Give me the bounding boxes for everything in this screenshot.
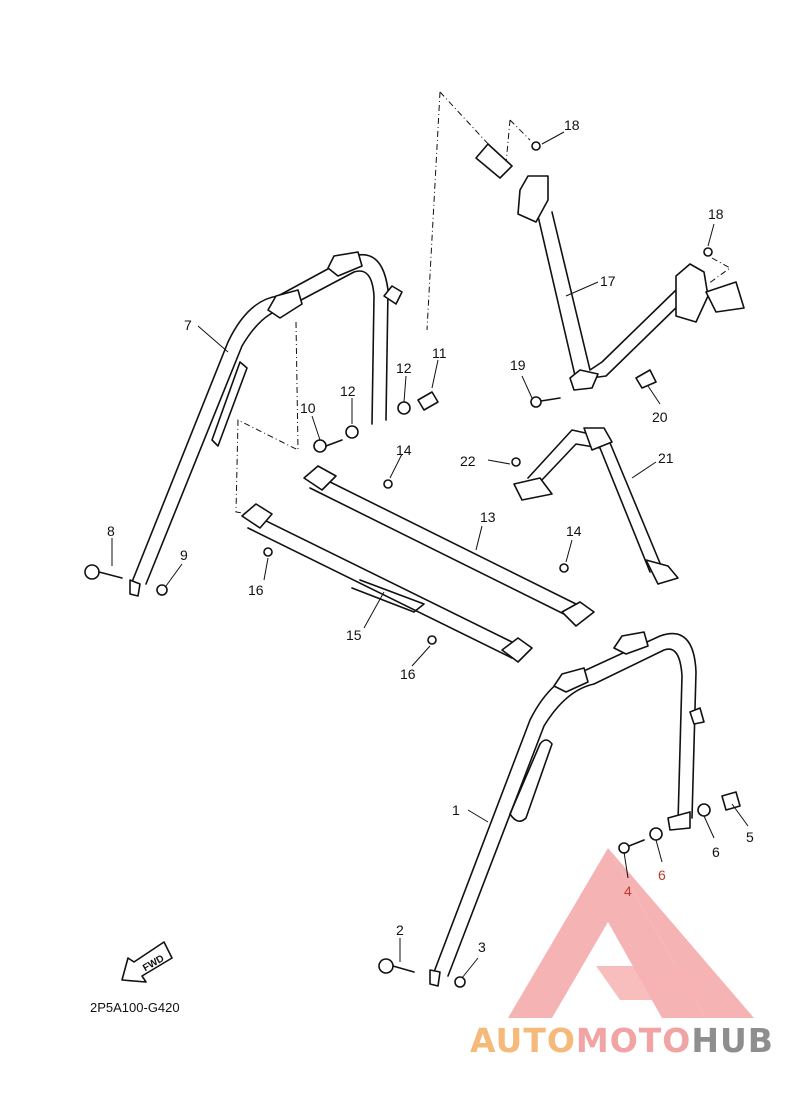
callout-labels: 1 2 3 4 5 6 6 7 8 9 10 11 12 12 13 14 14… — [107, 117, 754, 955]
callout-18-upper: 18 — [564, 117, 580, 133]
callout-10: 10 — [300, 400, 316, 416]
callout-22: 22 — [460, 453, 476, 469]
reference-lines — [235, 91, 731, 515]
callout-19: 19 — [510, 357, 526, 373]
callout-7: 7 — [184, 317, 192, 333]
part-21-stay — [513, 427, 679, 585]
callout-4: 4 — [624, 883, 632, 899]
part-15-crossbar — [241, 503, 533, 663]
callout-17: 17 — [600, 273, 616, 289]
callout-12-left: 12 — [340, 383, 356, 399]
callout-6-right: 6 — [712, 844, 720, 860]
callout-1: 1 — [452, 802, 460, 818]
part-13-crossbar — [303, 465, 595, 627]
callout-8: 8 — [107, 523, 115, 539]
watermark-brand-part2: MOTO — [576, 1021, 691, 1060]
fwd-arrow-icon: FWD — [121, 941, 173, 983]
callout-12-right: 12 — [396, 360, 412, 376]
callout-16-left: 16 — [248, 582, 264, 598]
callout-20: 20 — [652, 409, 668, 425]
callout-21: 21 — [658, 450, 674, 466]
callout-2: 2 — [396, 922, 404, 938]
watermark-brand-part1: AUTO — [470, 1021, 576, 1060]
callout-18-right: 18 — [708, 206, 724, 222]
fasteners — [84, 141, 741, 988]
callout-14-upper: 14 — [396, 442, 412, 458]
watermark-brand-text: AUTOMOTOHUB — [470, 1021, 774, 1060]
callout-9: 9 — [180, 547, 188, 563]
callout-5: 5 — [746, 829, 754, 845]
watermark-logo-icon — [508, 848, 754, 1018]
part-7-rear-frame — [129, 251, 403, 597]
leader-lines — [111, 131, 749, 979]
part-17-stay — [475, 143, 745, 391]
callout-6-left: 6 — [658, 867, 666, 883]
part-1-front-frame — [429, 631, 705, 987]
callout-16-right: 16 — [400, 666, 416, 682]
callout-13: 13 — [480, 509, 496, 525]
reference-code: 2P5A100-G420 — [90, 1000, 180, 1015]
watermark-brand-part3: HUB — [691, 1021, 774, 1060]
callout-11: 11 — [432, 345, 447, 361]
callout-14-lower: 14 — [566, 523, 582, 539]
callout-15: 15 — [346, 627, 362, 643]
callout-3: 3 — [478, 939, 486, 955]
